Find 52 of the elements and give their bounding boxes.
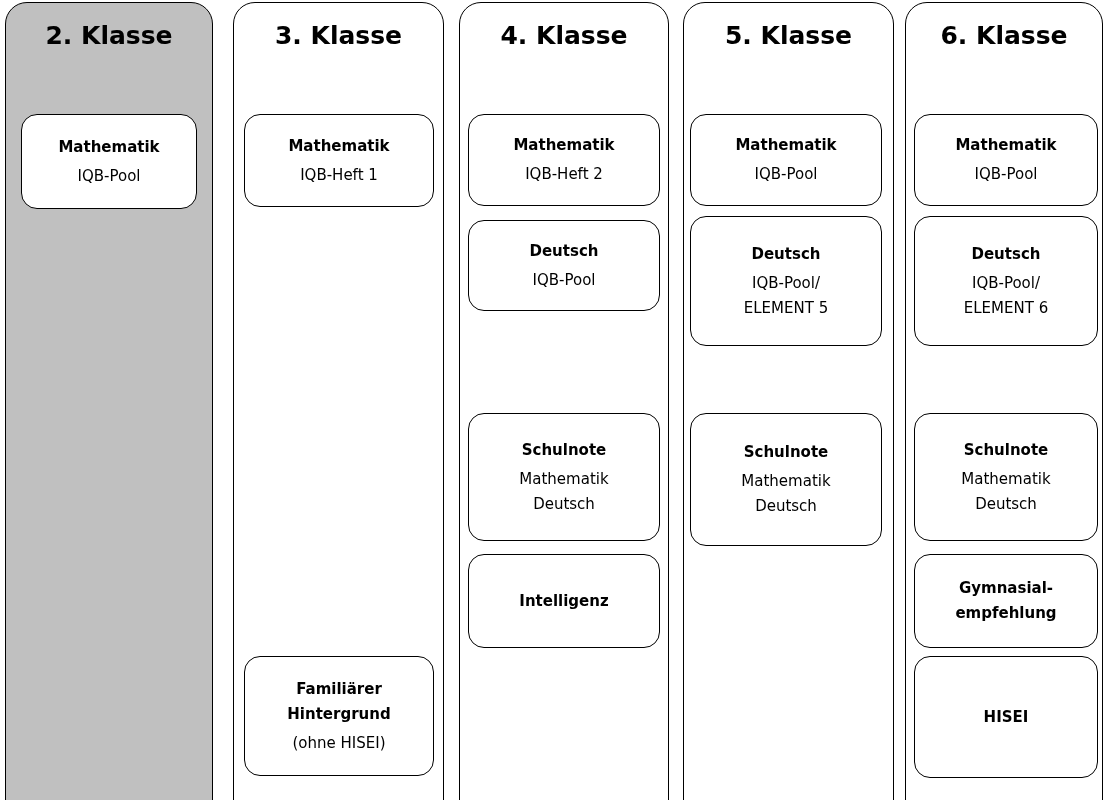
box-heading: Mathematik bbox=[58, 136, 160, 158]
subject-box bbox=[914, 216, 1098, 346]
box-text: Mathematik Deutsch bbox=[740, 471, 832, 517]
box-heading: Gymnasial- empfehlung bbox=[954, 578, 1058, 624]
subject-box bbox=[914, 656, 1098, 778]
column-title: 3. Klasse bbox=[273, 21, 404, 50]
subject-box bbox=[690, 216, 882, 346]
box-text: IQB-Pool bbox=[532, 269, 596, 291]
box-heading: Schulnote bbox=[963, 439, 1049, 461]
column-title: 2. Klasse bbox=[44, 21, 174, 50]
subject-box bbox=[468, 413, 660, 541]
subject-box bbox=[690, 413, 882, 546]
column-title: 5. Klasse bbox=[723, 21, 854, 50]
column-title: 4. Klasse bbox=[499, 21, 629, 50]
box-text: IQB-Pool bbox=[754, 164, 818, 185]
subject-box bbox=[21, 114, 197, 209]
subject-box bbox=[468, 220, 660, 311]
grade-column bbox=[905, 2, 1103, 800]
box-heading: HISEI bbox=[983, 706, 1029, 728]
subject-box bbox=[468, 554, 660, 648]
subject-box bbox=[914, 114, 1098, 206]
subject-box bbox=[244, 656, 434, 776]
box-heading: Intelligenz bbox=[519, 590, 609, 612]
box-heading: Deutsch bbox=[529, 240, 599, 262]
box-text: Mathematik Deutsch bbox=[518, 468, 610, 515]
subject-box bbox=[244, 114, 434, 207]
grade-column bbox=[683, 2, 894, 800]
box-heading: Schulnote bbox=[743, 442, 829, 463]
subject-box bbox=[690, 114, 882, 206]
box-text: Mathematik Deutsch bbox=[960, 468, 1052, 515]
subject-box bbox=[468, 114, 660, 206]
box-heading: Deutsch bbox=[751, 243, 821, 265]
grade-column bbox=[5, 2, 213, 800]
box-text: IQB-Heft 2 bbox=[525, 164, 603, 185]
box-heading: Mathematik bbox=[288, 135, 390, 157]
box-text: (ohne HISEI) bbox=[292, 732, 386, 754]
grade-column bbox=[459, 2, 669, 800]
subject-box bbox=[914, 554, 1098, 648]
box-text: IQB-Pool bbox=[77, 165, 141, 187]
box-text: IQB-Pool bbox=[974, 164, 1038, 185]
box-heading: Mathematik bbox=[513, 135, 615, 156]
box-heading: Mathematik bbox=[735, 135, 837, 156]
box-text: IQB-Pool/ ELEMENT 5 bbox=[742, 272, 830, 319]
grade-column bbox=[233, 2, 444, 800]
box-heading: Schulnote bbox=[521, 439, 607, 461]
box-heading: Familiärer Hintergrund bbox=[286, 678, 392, 725]
column-title: 6. Klasse bbox=[939, 21, 1069, 50]
box-text: IQB-Heft 1 bbox=[300, 164, 378, 186]
box-text: IQB-Pool/ ELEMENT 6 bbox=[962, 272, 1050, 319]
subject-box bbox=[914, 413, 1098, 541]
box-heading: Mathematik bbox=[955, 135, 1057, 156]
box-heading: Deutsch bbox=[971, 243, 1041, 265]
